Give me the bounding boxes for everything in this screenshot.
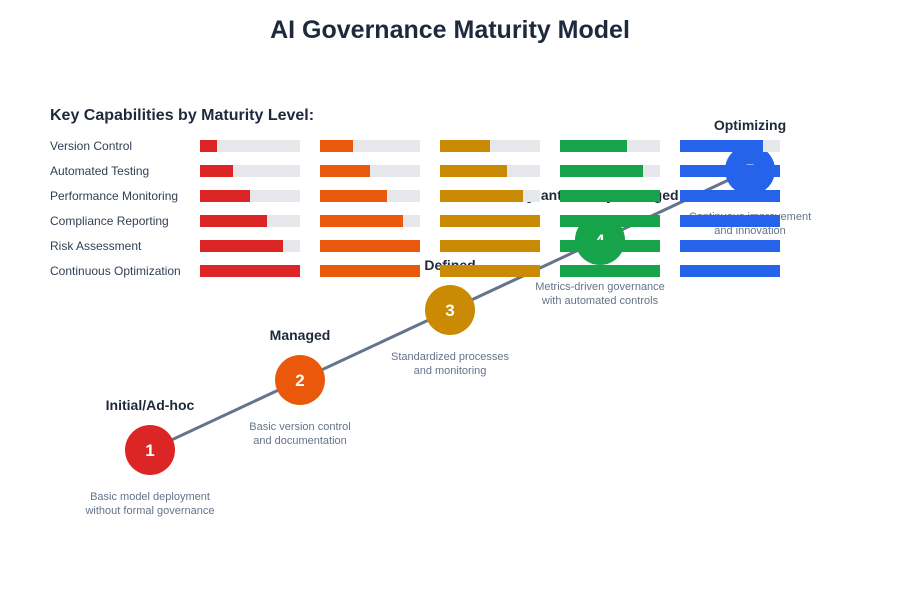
capabilities-panel: Key Capabilities by Maturity Level: Vers… xyxy=(50,107,780,278)
capability-label: Risk Assessment xyxy=(50,239,142,253)
stage-number: 2 xyxy=(295,371,304,390)
capability-row: Compliance Reporting xyxy=(50,214,780,228)
capability-bar-fill-level-2 xyxy=(320,140,353,152)
capability-row: Performance Monitoring xyxy=(50,189,780,203)
capability-label: Compliance Reporting xyxy=(50,214,169,228)
capability-row: Risk Assessment xyxy=(50,239,780,253)
capability-label: Continuous Optimization xyxy=(50,264,181,278)
capability-bar-fill-level-5 xyxy=(680,140,763,152)
capability-label: Performance Monitoring xyxy=(50,189,178,203)
capability-row: Automated Testing xyxy=(50,164,780,178)
stage-description-line2: and documentation xyxy=(253,435,347,447)
capability-bar-fill-level-1 xyxy=(200,215,267,227)
capability-bar-fill-level-3 xyxy=(440,165,507,177)
capability-bar-fill-level-2 xyxy=(320,240,420,252)
stage-name: Optimizing xyxy=(714,117,786,133)
capability-bar-fill-level-1 xyxy=(200,140,217,152)
connector-line xyxy=(299,308,451,382)
capability-bar-fill-level-1 xyxy=(200,165,233,177)
stage-name: Initial/Ad-hoc xyxy=(106,397,195,413)
capability-bar-fill-level-2 xyxy=(320,215,403,227)
capability-bar-fill-level-2 xyxy=(320,165,370,177)
capability-bar-fill-level-4 xyxy=(560,140,627,152)
stage-description-line1: Basic version control xyxy=(249,421,351,433)
capability-bar-fill-level-2 xyxy=(320,190,387,202)
capability-row: Continuous Optimization xyxy=(50,264,780,278)
connector-line xyxy=(149,378,301,452)
capability-bar-fill-level-3 xyxy=(440,240,540,252)
stage-circle xyxy=(275,355,325,405)
page-title: AI Governance Maturity Model xyxy=(270,16,630,44)
stage-number: 3 xyxy=(445,301,454,320)
capability-bar-fill-level-3 xyxy=(440,140,490,152)
capability-bar-fill-level-1 xyxy=(200,240,283,252)
stage-description-line1: Metrics-driven governance xyxy=(535,281,665,293)
capability-bar-fill-level-1 xyxy=(200,190,250,202)
stage-description-line2: and innovation xyxy=(714,225,786,237)
capability-bar-fill-level-3 xyxy=(440,215,540,227)
capability-bar-fill-level-5 xyxy=(680,265,780,277)
stage-number: 1 xyxy=(145,441,154,460)
stage-description-line2: and monitoring xyxy=(414,365,487,377)
capability-label: Version Control xyxy=(50,139,132,153)
capability-bar-fill-level-4 xyxy=(560,215,660,227)
connector-line xyxy=(599,168,751,242)
capability-bar-fill-level-3 xyxy=(440,265,540,277)
capability-row: Version Control xyxy=(50,139,780,153)
stage-circle xyxy=(125,425,175,475)
capability-bar-fill-level-5 xyxy=(680,215,780,227)
capability-bar-fill-level-3 xyxy=(440,190,523,202)
capability-bar-fill-level-4 xyxy=(560,165,643,177)
stage-description-line1: Basic model deployment xyxy=(90,491,210,503)
capability-bar-fill-level-5 xyxy=(680,165,780,177)
stage-circle xyxy=(425,285,475,335)
stage-description-line1: Standardized processes xyxy=(391,351,510,363)
capability-label: Automated Testing xyxy=(50,164,149,178)
capability-bar-track xyxy=(200,140,300,152)
capability-bar-fill-level-1 xyxy=(200,265,300,277)
capability-bar-fill-level-4 xyxy=(560,240,660,252)
stage-description-line2: with automated controls xyxy=(541,295,659,307)
stage-description-line2: without formal governance xyxy=(84,505,214,517)
capability-bar-fill-level-5 xyxy=(680,190,780,202)
capability-bar-fill-level-4 xyxy=(560,265,660,277)
stage-name: Managed xyxy=(270,327,331,343)
capability-bar-fill-level-2 xyxy=(320,265,420,277)
capability-bar-fill-level-5 xyxy=(680,240,780,252)
capabilities-heading: Key Capabilities by Maturity Level: xyxy=(50,107,314,124)
capability-bar-fill-level-4 xyxy=(560,190,660,202)
